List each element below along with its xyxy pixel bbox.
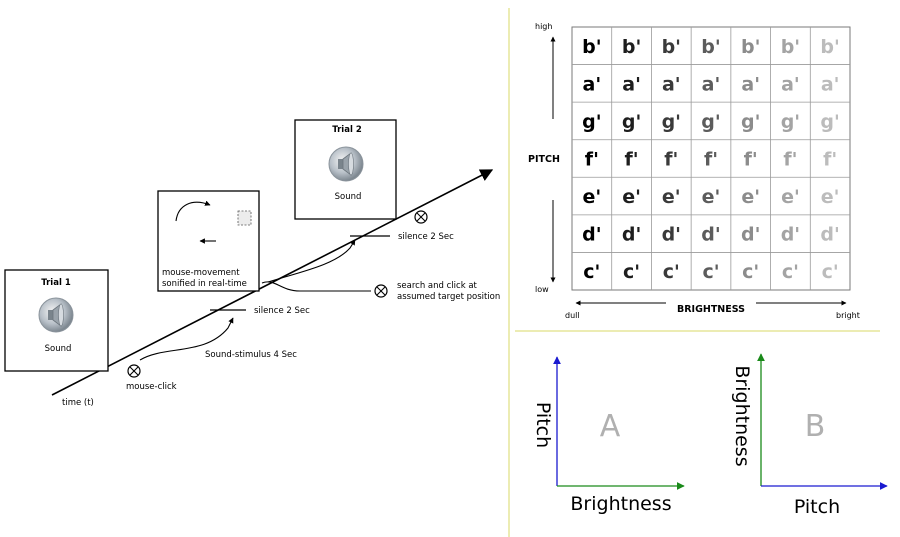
note-cell: d' <box>701 224 720 246</box>
pitch-brightness-grid: b' b' b' b' b' b' b' a' a' a' a' a' a' a' g' g' g' g' g' g'… <box>571 26 851 291</box>
note-cell: c' <box>742 261 759 283</box>
note-cell: g' <box>741 111 760 133</box>
plot-b-letter: B <box>805 409 826 444</box>
note-cell: d' <box>622 224 641 246</box>
note-cell: e' <box>622 186 641 208</box>
silence-1-label: silence 2 Sec <box>254 306 310 316</box>
note-cell: g' <box>781 111 800 133</box>
note-cell: d' <box>741 224 760 246</box>
time-axis-label: time (t) <box>62 398 94 408</box>
note-cell: d' <box>820 224 839 246</box>
note-cell: e' <box>781 186 800 208</box>
mouse-panel-caption-1: mouse-movement <box>162 268 240 278</box>
note-cell: d' <box>582 224 601 246</box>
note-cell: g' <box>622 111 641 133</box>
note-cell: a' <box>821 73 840 95</box>
note-cell: f' <box>704 149 718 171</box>
note-cell: g' <box>820 111 839 133</box>
search-label-2: assumed target position <box>397 292 500 302</box>
note-cell: d' <box>662 224 681 246</box>
note-cell: b' <box>662 36 681 58</box>
note-cell: b' <box>741 36 760 58</box>
note-cell: e' <box>662 186 681 208</box>
plot-b-y-label: Brightness <box>731 365 753 466</box>
grid-low-label: low <box>535 285 549 294</box>
note-cell: a' <box>662 73 681 95</box>
note-cell: f' <box>783 149 797 171</box>
note-cell: f' <box>744 149 758 171</box>
note-cell: d' <box>781 224 800 246</box>
trial-1-sound-label: Sound <box>45 344 72 354</box>
speaker-icon <box>328 146 364 182</box>
note-cell: c' <box>782 261 799 283</box>
trial-2-title: Trial 2 <box>332 125 362 135</box>
note-cell: f' <box>625 149 639 171</box>
note-cell: b' <box>701 36 720 58</box>
note-cell: b' <box>820 36 839 58</box>
note-cell: c' <box>583 261 600 283</box>
note-cell: e' <box>702 186 721 208</box>
search-click-marker <box>374 284 388 298</box>
note-cell: c' <box>623 261 640 283</box>
note-cell: g' <box>662 111 681 133</box>
trial-2-start-marker <box>414 210 428 224</box>
note-cell: b' <box>582 36 601 58</box>
note-cell: e' <box>741 186 760 208</box>
note-cell: a' <box>583 73 602 95</box>
silence-2-label: silence 2 Sec <box>398 232 454 242</box>
note-cell: b' <box>622 36 641 58</box>
note-cell: g' <box>701 111 720 133</box>
speaker-icon <box>38 297 74 333</box>
note-cell: a' <box>702 73 721 95</box>
plot-b-x-label: Pitch <box>794 496 840 518</box>
plot-a-letter: A <box>600 409 621 444</box>
trial-1-title: Trial 1 <box>41 278 71 288</box>
note-cell: a' <box>781 73 800 95</box>
note-cell: f' <box>823 149 837 171</box>
trial-1-panel: Trial 1 Sound <box>4 269 109 372</box>
plot-a-x-label: Brightness <box>570 493 671 515</box>
note-cell: c' <box>663 261 680 283</box>
grid-dull-label: dull <box>565 311 580 320</box>
note-cell: e' <box>583 186 602 208</box>
target-area-box <box>237 210 252 226</box>
plot-a: A Pitch Brightness <box>532 356 685 515</box>
note-cell: g' <box>582 111 601 133</box>
mouse-panel-caption-2: sonified in real-time <box>162 279 247 289</box>
note-cell: c' <box>822 261 839 283</box>
plot-b: B Brightness Pitch <box>731 353 888 518</box>
search-label-1: search and click at <box>397 281 478 291</box>
plot-a-y-label: Pitch <box>532 402 554 448</box>
sound-stimulus-label: Sound-stimulus 4 Sec <box>205 350 297 360</box>
brightness-axis-label: BRIGHTNESS <box>677 304 745 315</box>
note-cell: c' <box>702 261 719 283</box>
trial-2-sound-label: Sound <box>335 192 362 202</box>
note-cell: e' <box>821 186 840 208</box>
mouse-click-marker <box>127 364 141 378</box>
grid-high-label: high <box>535 22 552 31</box>
grid-bright-label: bright <box>836 311 860 320</box>
search-curve <box>261 281 371 292</box>
note-cell: f' <box>664 149 678 171</box>
mouse-click-label: mouse-click <box>126 382 177 392</box>
note-cell: b' <box>781 36 800 58</box>
note-cell: a' <box>622 73 641 95</box>
mouse-trajectory-curve <box>175 200 211 222</box>
note-cell: f' <box>585 149 599 171</box>
sound-stimulus-curve <box>139 317 234 361</box>
mouse-movement-panel: mouse-movement sonified in real-time <box>157 190 260 292</box>
note-cell: a' <box>741 73 760 95</box>
sound-stimulus-curve-2 <box>267 239 356 283</box>
trial-2-panel: Trial 2 Sound <box>294 119 397 220</box>
pitch-axis-label: PITCH <box>528 154 560 165</box>
